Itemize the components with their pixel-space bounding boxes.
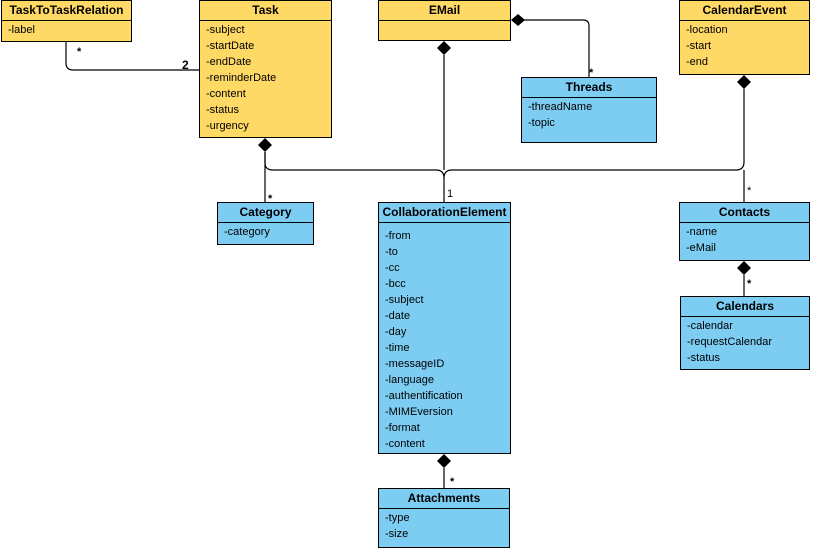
attribute: -messageID	[385, 358, 445, 370]
attribute: -bcc	[385, 278, 406, 290]
class-threads: Threads -threadName -topic	[521, 77, 657, 143]
class-category: Category -category	[217, 202, 314, 245]
attribute: -startDate	[206, 40, 255, 52]
diamond-calendarevent	[737, 75, 751, 89]
attribute: -eMail	[686, 242, 716, 254]
class-title: Contacts	[680, 203, 809, 223]
class-calendars: Calendars -calendar -requestCalendar -st…	[680, 296, 810, 370]
class-email: EMail	[378, 0, 511, 41]
class-title: CalendarEvent	[680, 1, 809, 21]
class-tasktotaskrelation: TaskToTaskRelation -label	[1, 0, 132, 42]
attribute: -authentification	[385, 390, 463, 402]
class-title: Threads	[522, 78, 656, 98]
class-attachments: Attachments -type -size	[378, 488, 510, 548]
association-calendarevent-links	[443, 89, 745, 179]
attribute: -urgency	[206, 120, 249, 132]
attribute: -category	[224, 226, 270, 238]
multiplicity-calendars: *	[747, 278, 752, 290]
attribute: -to	[385, 246, 398, 258]
class-task: Task -subject -startDate -endDate -remin…	[199, 0, 332, 138]
attribute: -endDate	[206, 56, 252, 68]
attribute: -cc	[385, 262, 400, 274]
diamond-contacts	[737, 261, 751, 275]
attribute: -subject	[206, 24, 245, 36]
association-tasktotask-task	[65, 42, 199, 71]
attribute: -reminderDate	[206, 72, 277, 84]
attribute: -time	[385, 342, 410, 354]
multiplicity-collab: 1	[447, 188, 454, 200]
multiplicity-tasktotask: *	[77, 46, 82, 58]
attribute: -size	[385, 528, 409, 540]
composition-email-threads	[524, 19, 590, 77]
attribute: -name	[686, 226, 718, 238]
class-title: Category	[218, 203, 313, 223]
class-title: CollaborationElement	[379, 203, 510, 223]
attribute: -threadName	[528, 101, 593, 113]
diamond-collab	[437, 454, 451, 468]
diamond-task	[258, 138, 272, 152]
attribute: -location	[686, 24, 728, 36]
attribute: -day	[385, 326, 407, 338]
attribute: -label	[8, 24, 35, 36]
class-title: EMail	[379, 1, 510, 21]
attribute: -topic	[528, 117, 555, 129]
attribute: -status	[687, 352, 721, 364]
diamond-email	[437, 41, 451, 55]
multiplicity-contacts: *	[747, 185, 752, 197]
diamond-email-threads	[511, 14, 525, 26]
attribute: -language	[385, 374, 434, 386]
class-title: Attachments	[379, 489, 509, 509]
multiplicity-attachments: *	[450, 476, 455, 488]
generalization-task-collab	[264, 152, 445, 202]
multiplicity-threads: *	[589, 67, 594, 79]
class-title: Task	[200, 1, 331, 21]
attribute: -subject	[385, 294, 424, 306]
class-contacts: Contacts -name -eMail	[679, 202, 810, 261]
multiplicity-task: 2	[182, 58, 189, 72]
attribute: -from	[385, 230, 411, 242]
attribute: -date	[385, 310, 411, 322]
class-title: TaskToTaskRelation	[2, 1, 131, 21]
attribute: -start	[686, 40, 712, 52]
attribute: -end	[686, 56, 709, 68]
attribute: -content	[206, 88, 246, 100]
attribute: -format	[385, 422, 420, 434]
multiplicity-category: *	[268, 193, 273, 205]
attribute: -status	[206, 104, 240, 116]
class-calendarevent: CalendarEvent -location -start -end	[679, 0, 810, 75]
attribute: -content	[385, 438, 425, 450]
attribute: -type	[385, 512, 410, 524]
class-title: Calendars	[681, 297, 809, 317]
class-collaborationelement: CollaborationElement -from -to -cc -bcc …	[378, 202, 511, 454]
attribute: -calendar	[687, 320, 733, 332]
attribute: -requestCalendar	[687, 336, 772, 348]
attribute: -MIMEversion	[385, 406, 453, 418]
